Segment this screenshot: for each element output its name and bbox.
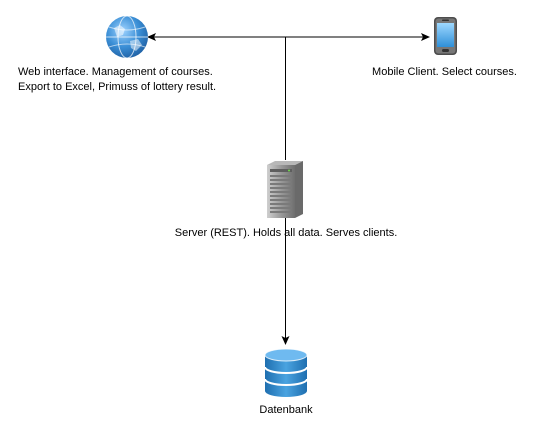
web-interface-label-line2: Export to Excel, Primuss of lottery resu…: [18, 81, 217, 93]
web-interface-label: Web interface. Management of courses. Ex…: [18, 65, 216, 95]
database-icon: [264, 348, 308, 397]
smartphone-icon: [434, 17, 457, 55]
web-interface-label-line1: Web interface. Management of courses.: [18, 66, 213, 78]
mobile-client-label: Mobile Client. Select courses.: [372, 66, 517, 78]
edges: [147, 33, 430, 345]
server-label: Server (REST). Holds all data. Serves cl…: [174, 227, 398, 239]
server-tower-icon: [267, 161, 303, 218]
database-label: Datenbank: [259, 404, 313, 416]
globe-icon: [106, 15, 148, 59]
arrowhead-to-database: [281, 336, 290, 345]
arrowhead-to-mobile: [421, 33, 430, 41]
arrowhead-to-web: [147, 33, 156, 41]
